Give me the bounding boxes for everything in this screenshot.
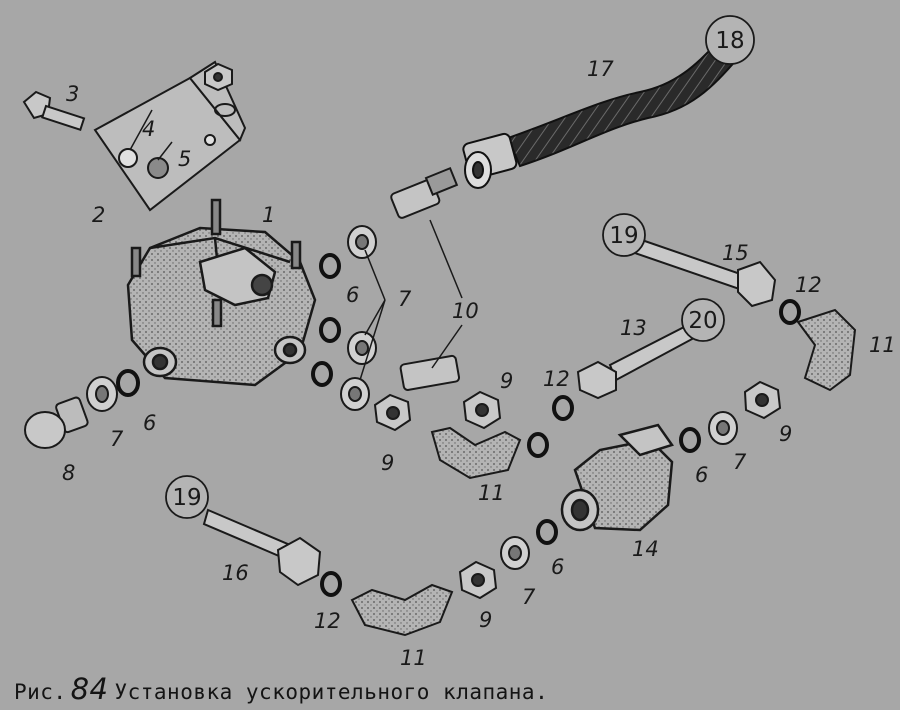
callout-number: 12 <box>314 609 341 633</box>
callout-number: 3 <box>66 82 79 106</box>
circled-callout: 19 <box>172 485 201 511</box>
seal-ring-part <box>116 253 801 597</box>
bracket-part <box>93 60 247 212</box>
callout-number: 2 <box>92 203 105 227</box>
circled-callout-labels: 18 19 20 19 <box>172 28 744 511</box>
callout-number: 1 <box>262 203 275 227</box>
elbow-part <box>350 308 857 637</box>
callout-number: 12 <box>795 273 822 297</box>
callout-number: 7 <box>522 585 536 609</box>
bolt-part <box>22 90 86 132</box>
callout-number: 11 <box>400 646 427 670</box>
hose-part <box>462 36 740 189</box>
leader-lines <box>129 109 463 381</box>
caption-title: Установка ускорительного клапана. <box>114 680 549 704</box>
callout-number: 11 <box>869 333 896 357</box>
callout-labels: 1 2 3 4 5 6 6 6 6 7 7 7 7 8 9 9 9 9 9 10… <box>62 57 896 670</box>
circled-callout: 20 <box>688 308 717 334</box>
callout-number: 12 <box>543 367 570 391</box>
callout-number: 9 <box>381 451 394 475</box>
circled-callout-rings <box>165 15 755 519</box>
callout-number: 9 <box>479 608 492 632</box>
callout-number: 11 <box>478 481 505 505</box>
figure-number: 84 <box>70 672 109 706</box>
callout-number: 17 <box>587 57 614 81</box>
callout-number: 6 <box>551 555 564 579</box>
washer-part <box>86 225 738 570</box>
callout-number: 7 <box>398 287 412 311</box>
callout-number: 9 <box>500 369 513 393</box>
callout-number: 7 <box>733 450 747 474</box>
nut-part <box>373 380 782 600</box>
callout-number: 5 <box>178 147 191 171</box>
circled-callout: 19 <box>609 223 638 249</box>
callout-number: 6 <box>346 283 359 307</box>
circled-callout: 18 <box>715 28 744 54</box>
small-nut-part <box>204 62 236 117</box>
fitting-part <box>390 166 461 391</box>
plug-part <box>24 396 89 449</box>
callout-number: 6 <box>143 411 156 435</box>
callout-number: 14 <box>632 537 659 561</box>
callout-number: 16 <box>222 561 249 585</box>
tee-part <box>560 423 675 532</box>
callout-number: 8 <box>62 461 75 485</box>
callout-number: 7 <box>110 427 124 451</box>
callout-number: 4 <box>142 117 155 141</box>
callout-number: 10 <box>452 299 479 323</box>
caption-prefix: Рис. <box>14 680 67 704</box>
callout-number: 15 <box>722 241 749 265</box>
callout-number: 13 <box>620 316 647 340</box>
callout-number: 9 <box>779 422 792 446</box>
callout-number: 6 <box>695 463 708 487</box>
valve-body-part <box>126 198 317 387</box>
